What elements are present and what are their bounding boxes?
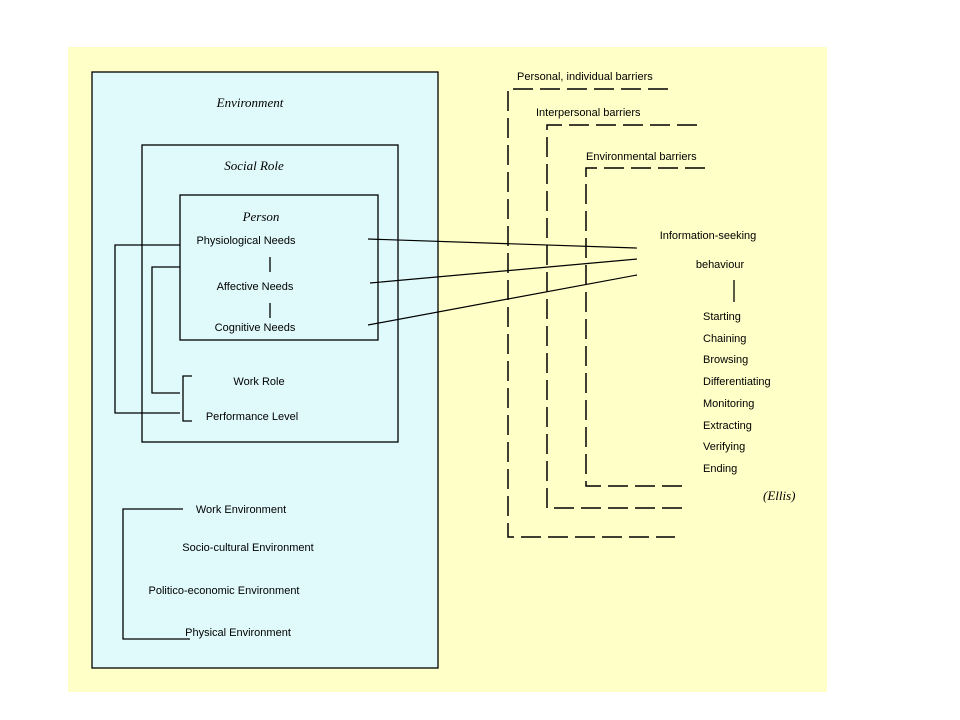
performance-level-label: Performance Level xyxy=(206,411,298,423)
physical-environment-label: Physical Environment xyxy=(185,627,291,639)
person-role-bracket xyxy=(151,266,180,394)
cognitive-needs-label: Cognitive Needs xyxy=(215,322,296,334)
stage-differentiating: Differentiating xyxy=(703,376,771,388)
stage-starting: Starting xyxy=(703,311,741,323)
personal-barriers-label: Personal, individual barriers xyxy=(517,71,653,83)
socio-cultural-environment-label: Socio-cultural Environment xyxy=(182,542,313,554)
physiological-to-behaviour-line xyxy=(367,238,638,249)
interpersonal-barriers-label: Interpersonal barriers xyxy=(536,107,641,119)
social-role-box xyxy=(141,144,399,443)
stage-browsing: Browsing xyxy=(703,354,748,366)
environmental-barriers-bracket xyxy=(585,167,705,487)
stage-monitoring: Monitoring xyxy=(703,398,754,410)
politico-economic-environment-label: Politico-economic Environment xyxy=(148,585,299,597)
environments-bracket xyxy=(122,508,190,640)
stage-extracting: Extracting xyxy=(703,420,752,432)
stage-verifying: Verifying xyxy=(703,441,745,453)
role-factors-bracket xyxy=(182,375,192,422)
information-seeking-label: Information-seeking xyxy=(660,230,757,242)
physiological-needs-label: Physiological Needs xyxy=(196,235,296,247)
ellis-stages: Starting Chaining Browsing Differentiati… xyxy=(703,311,771,475)
ellis-citation: (Ellis) xyxy=(763,488,796,503)
stage-ending: Ending xyxy=(703,463,737,475)
work-role-label: Work Role xyxy=(233,376,284,388)
person-title: Person xyxy=(242,209,280,224)
social-role-title: Social Role xyxy=(224,158,284,173)
cognitive-to-behaviour-line xyxy=(367,274,638,326)
behaviour-label: behaviour xyxy=(696,259,745,271)
environmental-barriers-label: Environmental barriers xyxy=(586,151,697,163)
outer-bracket xyxy=(114,244,180,414)
personal-barriers-bracket xyxy=(507,88,675,538)
work-environment-label: Work Environment xyxy=(196,504,286,516)
affective-to-behaviour-line xyxy=(369,258,638,284)
stage-chaining: Chaining xyxy=(703,333,746,345)
environment-box xyxy=(91,71,439,669)
affective-needs-label: Affective Needs xyxy=(217,281,294,293)
interpersonal-barriers-bracket xyxy=(546,124,697,509)
environment-title: Environment xyxy=(216,95,284,110)
